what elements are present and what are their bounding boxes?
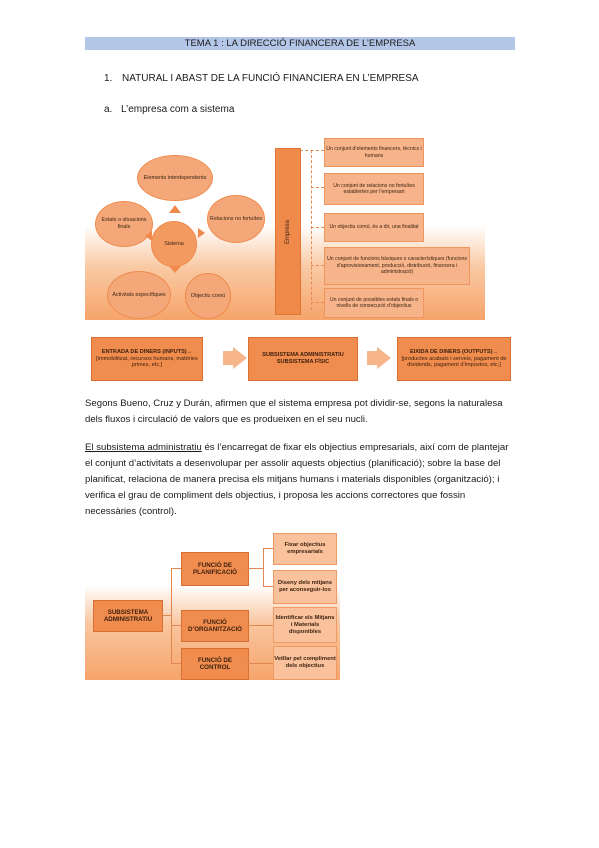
circle-elements: Elements interdependents <box>137 155 213 201</box>
circle-common-objective: Objectiu comú <box>185 273 231 319</box>
circle-activities: Activitats específiques <box>107 271 171 319</box>
connector-vertical <box>311 150 312 310</box>
organization-box: FUNCIÓ D’ORGANITZACIÓ <box>181 610 249 642</box>
item-box-4: Un conjunt de funcions bàsiques o caract… <box>324 247 470 285</box>
connector <box>311 302 324 303</box>
planning-child-2: Diseny dels mitjans per aconseguir-los <box>273 570 337 604</box>
connector <box>263 548 273 549</box>
paragraph-intro: Segons Bueno, Cruz y Durán, afirmen que … <box>85 398 503 425</box>
connector <box>161 615 171 616</box>
connector <box>311 187 324 188</box>
connector <box>247 568 263 569</box>
organization-child-1: Identificar els Mitjans i Materials disp… <box>273 607 337 643</box>
system-diagram: Elements interdependents Estats o situac… <box>85 135 485 320</box>
arrow-left-icon <box>145 231 152 241</box>
control-child-1: Vetllar pel compliment dels objectius <box>273 646 337 680</box>
section-title: NATURAL I ABAST DE LA FUNCIÓ FINANCIERA … <box>122 73 419 84</box>
connector <box>171 568 172 664</box>
arrow-stem <box>223 351 233 365</box>
arrow-right-icon <box>377 347 391 369</box>
item-box-2: Un conjunt de relacions no fortuïtes est… <box>324 173 424 205</box>
connector <box>247 625 273 626</box>
connector <box>311 227 324 228</box>
subsystems-box: SUBSISTEMA ADMINISTRATIU SUBSISTEMA FÍSI… <box>248 337 358 381</box>
root-box: SUBSISTEMA ADMINISTRATIU <box>93 600 163 632</box>
document-title-bar: TEMA 1 : LA DIRECCIÓ FINANCERA DE L’EMPR… <box>85 37 515 50</box>
connector <box>263 548 264 586</box>
subsection-number: a. <box>104 104 113 115</box>
connector <box>247 663 273 664</box>
connector <box>300 150 324 151</box>
arrow-right-icon <box>233 347 247 369</box>
flow-diagram: ENTRADA DE DINERS (INPUTS)→ [immobilitza… <box>85 337 515 383</box>
item-box-1: Un conjunt d’elements financers, tècnics… <box>324 138 424 167</box>
arrow-down-icon <box>169 266 181 273</box>
section-heading-1: 1. NATURAL I ABAST DE LA FUNCIÓ FINANCIER… <box>104 73 419 84</box>
input-box: ENTRADA DE DINERS (INPUTS)→ [immobilitza… <box>91 337 203 381</box>
connector <box>311 265 324 266</box>
circle-final-states: Estats o situacions finals <box>95 201 153 247</box>
arrow-up-icon <box>169 205 181 213</box>
connector <box>171 625 181 626</box>
output-box: EIXIDA DE DINERS (OUTPUTS)→ [productes a… <box>397 337 511 381</box>
document-title: TEMA 1 : LA DIRECCIÓ FINANCERA DE L’EMPR… <box>184 38 416 49</box>
item-box-3: Un objectiu comú, és a dir, una finalita… <box>324 213 424 242</box>
arrow-stem <box>367 351 377 365</box>
administrative-subsystem-diagram: SUBSISTEMA ADMINISTRATIU FUNCIÓ DE PLANI… <box>85 530 340 680</box>
section-number: 1. <box>104 73 113 84</box>
company-bar: Empresa <box>275 148 301 315</box>
control-box: FUNCIÓ DE CONTROL <box>181 648 249 680</box>
planning-child-1: Fixar objectius empresarials <box>273 533 337 565</box>
paragraph-administrative: El subsistema administratiu és l’encarre… <box>85 442 509 517</box>
circle-system: Sistema <box>151 221 197 267</box>
subsection-heading-a: a. L’empresa com a sistema <box>104 104 234 115</box>
planning-box: FUNCIÓ DE PLANIFICACIÓ <box>181 552 249 586</box>
arrow-right-icon <box>198 228 205 238</box>
subsection-title: L’empresa com a sistema <box>121 104 235 115</box>
connector <box>171 568 181 569</box>
term-administrative-subsystem: El subsistema administratiu <box>85 442 202 453</box>
connector <box>171 663 181 664</box>
item-box-5: Un conjunt de possibles estats finals o … <box>324 288 424 318</box>
connector <box>263 586 273 587</box>
circle-relations: Relacions no fortuïtes <box>207 195 265 243</box>
